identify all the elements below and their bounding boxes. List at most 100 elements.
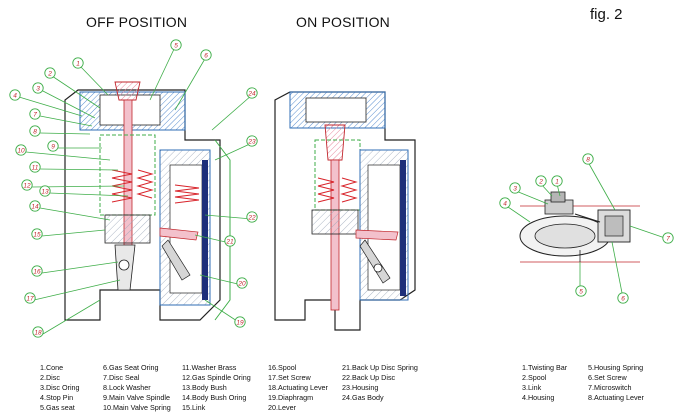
legend-item: 7.Microswitch (588, 383, 632, 392)
callout-number: 2 (538, 178, 543, 185)
callout-circle (29, 108, 41, 120)
callout-circle (551, 175, 563, 187)
callout-number: 11 (32, 164, 39, 171)
callout-circle (170, 39, 182, 51)
legend-item: 5.Gas seat (40, 403, 75, 412)
callout-number: 1 (555, 178, 559, 185)
legend-item: 4.Stop Pin (40, 393, 74, 402)
callout-circle (31, 265, 43, 277)
callout-number: 8 (586, 156, 590, 163)
callout-number: 7 (666, 235, 670, 242)
legend-item: 19.Diaphragm (268, 393, 314, 402)
legend-item: 18.Actuating Lever (268, 383, 328, 392)
callout-number: 23 (247, 138, 256, 145)
callout-circle (200, 49, 212, 61)
off-position-title: OFF POSITION (86, 14, 188, 30)
callout-bubbles: 1234567891011121314151617181920212223241… (9, 39, 674, 338)
callout-number: 6 (621, 295, 625, 302)
callout-circle (31, 228, 43, 240)
off-callouts (18, 46, 253, 335)
callout-circle (32, 82, 44, 94)
switch-detail-drawing (519, 191, 640, 263)
callout-number: 3 (36, 85, 40, 92)
callout-circle (662, 232, 674, 244)
callout-number: 3 (513, 185, 517, 192)
legend-item: 3.Link (522, 383, 542, 392)
callout-circle (582, 153, 594, 165)
callout-number: 9 (51, 143, 55, 150)
legend-item: 12.Gas Spindle Oring (182, 373, 251, 382)
callout-circle (72, 57, 84, 69)
figure-number: fig. 2 (590, 6, 623, 23)
legend-item: 4.Housing (522, 393, 555, 402)
callout-number: 22 (247, 214, 256, 221)
legend-item: 2.Spool (522, 373, 547, 382)
callout-number: 5 (579, 288, 583, 295)
callout-number: 19 (236, 319, 244, 326)
callout-number: 21 (225, 238, 234, 245)
callout-circle (617, 292, 629, 304)
callout-circle (29, 125, 41, 137)
callout-number: 4 (13, 92, 17, 99)
legend-item: 6.Gas Seat Oring (103, 363, 159, 372)
legend-item: 21.Back Up Disc Spring (342, 363, 418, 372)
callout-circle (246, 211, 258, 223)
legend-item: 9.Main Valve Spindle (103, 393, 170, 402)
legend-item: 10.Main Valve Spring (103, 403, 171, 412)
callout-number: 12 (23, 182, 31, 189)
callout-circle (44, 67, 56, 79)
legend-item: 14.Body Bush Oring (182, 393, 247, 402)
legend-item: 17.Set Screw (268, 373, 311, 382)
legend-item: 16.Spool (268, 363, 297, 372)
legend-item: 1.Cone (40, 363, 64, 372)
callout-circle (39, 185, 51, 197)
off-position-drawing (64, 81, 231, 321)
callout-number: 4 (503, 200, 507, 207)
callout-circle (535, 175, 547, 187)
legend-item: 2.Disc (40, 373, 60, 382)
legend-item: 11.Washer Brass (182, 363, 237, 372)
callout-circle (575, 285, 587, 297)
legend-item: 6.Set Screw (588, 373, 627, 382)
callout-circle (234, 316, 246, 328)
legend-item: 5.Housing Spring (588, 363, 644, 372)
callout-circle (246, 87, 258, 99)
callout-circle (32, 326, 44, 338)
legend-item: 23.Housing (342, 383, 379, 392)
callout-number: 8 (33, 128, 37, 135)
callout-circle (499, 197, 511, 209)
legend-item: 24.Gas Body (342, 393, 384, 402)
callout-number: 15 (33, 231, 41, 238)
callout-circle (15, 144, 27, 156)
callout-circle (24, 292, 36, 304)
callout-circle (246, 135, 258, 147)
legend-item: 7.Disc Seal (103, 373, 140, 382)
callout-number: 14 (31, 203, 39, 210)
on-position-title: ON POSITION (296, 14, 390, 30)
callout-circle (236, 277, 248, 289)
callout-number: 6 (204, 52, 208, 59)
legend-item: 22.Back Up Disc (342, 373, 396, 382)
legend-item: 8.Actuating Lever (588, 393, 644, 402)
callout-circle (9, 89, 21, 101)
callout-number: 7 (33, 111, 37, 118)
callout-number: 20 (237, 280, 246, 287)
callout-number: 13 (41, 188, 49, 195)
callout-number: 2 (47, 70, 52, 77)
callout-circle (47, 140, 59, 152)
callout-number: 18 (34, 329, 42, 336)
callout-number: 10 (17, 147, 25, 154)
legend-item: 8.Lock Washer (103, 383, 151, 392)
callout-number: 16 (33, 268, 41, 275)
callout-circle (224, 235, 236, 247)
on-position-drawing (274, 91, 416, 331)
